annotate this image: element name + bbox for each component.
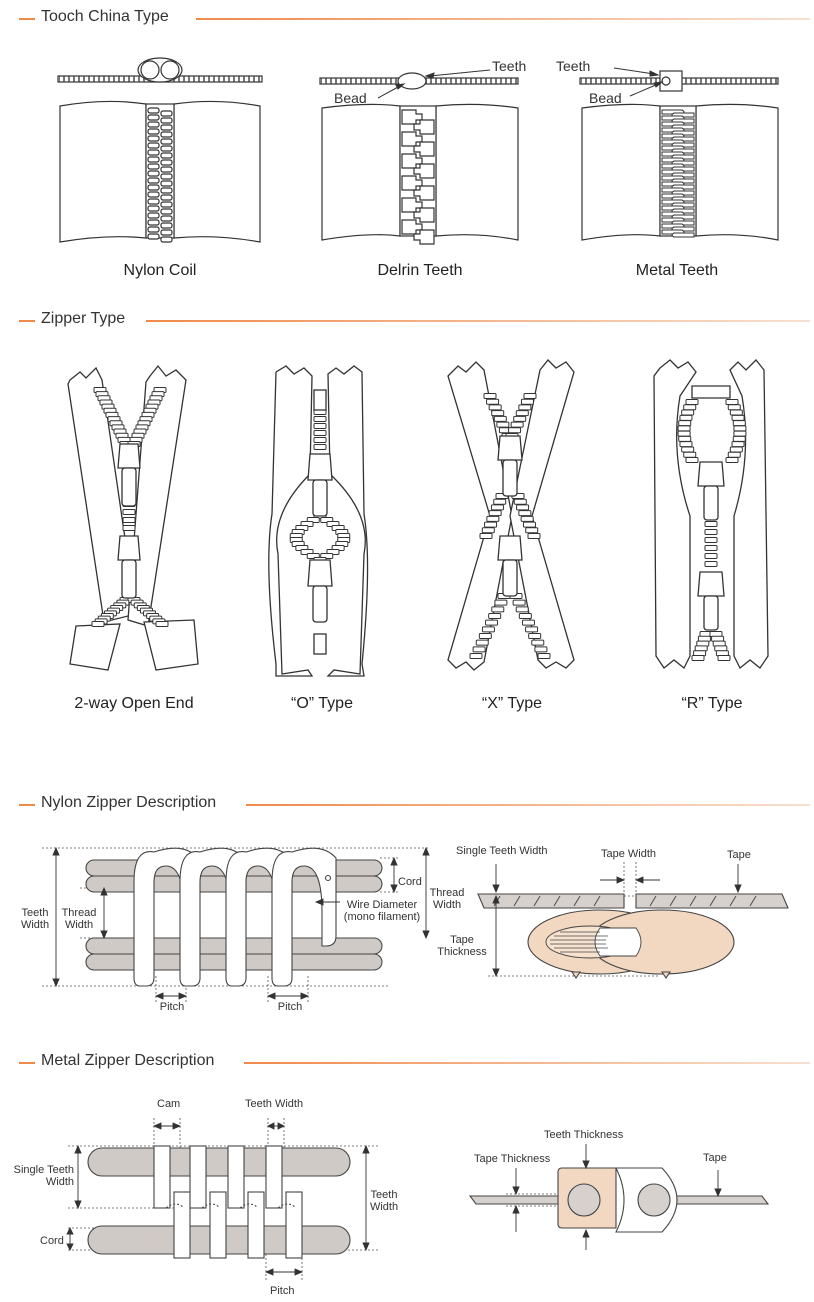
label-tape: Tape <box>727 849 751 861</box>
section-title-text: Tooch China Type <box>41 8 177 26</box>
metal-cross-section-diagram <box>468 1144 770 1250</box>
nylon-coil-figure <box>57 57 263 243</box>
section-title-text: Nylon Zipper Description <box>41 794 225 812</box>
nylon-cross-section-diagram <box>477 862 789 979</box>
label-tape-thickness-metal: Tape Thickness <box>474 1153 551 1165</box>
title-dash <box>19 804 35 806</box>
zipper-o-type <box>268 365 369 677</box>
title-dash <box>19 1062 35 1064</box>
label-cam: Cam <box>157 1098 181 1110</box>
caption-r-type: “R” Type <box>681 695 743 712</box>
label-tape-width: Tape Width <box>601 848 657 860</box>
metal-teeth-figure <box>579 67 779 241</box>
zipper-2way-open-end <box>67 364 199 671</box>
label-tape-metal: Tape <box>703 1152 727 1164</box>
label-teeth-thickness: Teeth Thickness <box>544 1129 624 1141</box>
title-dash <box>19 320 35 322</box>
label-single-teeth-width: Single Teeth Width <box>456 845 548 857</box>
delrin-teeth-figure <box>319 69 519 245</box>
caption-nylon-coil: Nylon Coil <box>123 262 197 279</box>
title-dash <box>19 18 35 20</box>
label-teeth-width: Teeth Width <box>20 907 50 931</box>
label-pitch-1: Pitch <box>159 1001 185 1013</box>
zipper-x-type <box>447 359 575 671</box>
zipper-r-type <box>653 359 769 670</box>
label-metal-teeth: Teeth <box>556 58 591 74</box>
title-rule <box>196 18 810 20</box>
section-title-tooth-type: Tooch China Type <box>0 6 814 30</box>
caption-x-type: “X” Type <box>481 695 543 712</box>
label-pitch-metal: Pitch <box>270 1285 295 1297</box>
label-thread-width-left: Thread Width <box>61 907 97 931</box>
label-single-teeth-width-metal: Single Teeth Width <box>13 1164 74 1188</box>
caption-delrin-teeth: Delrin Teeth <box>377 262 463 279</box>
label-delrin-bead: Bead <box>334 90 367 106</box>
section-title-text: Metal Zipper Description <box>41 1052 223 1070</box>
title-rule <box>244 1062 810 1064</box>
label-teeth-width-top: Teeth Width <box>245 1098 304 1110</box>
title-rule <box>146 320 810 322</box>
nylon-coil-dimension-diagram <box>42 846 430 1004</box>
caption-2way-open-end: 2-way Open End <box>74 695 194 712</box>
caption-metal-teeth: Metal Teeth <box>635 262 719 279</box>
label-metal-bead: Bead <box>589 90 622 106</box>
title-rule <box>246 804 810 806</box>
section-title-zipper-type: Zipper Type <box>0 308 814 332</box>
label-tape-thickness: Tape Thickness <box>437 934 487 958</box>
section-title-nylon-desc: Nylon Zipper Description <box>0 792 814 816</box>
label-pitch-2: Pitch <box>277 1001 303 1013</box>
section-title-text: Zipper Type <box>41 310 134 328</box>
metal-teeth-dimension-diagram <box>66 1118 380 1280</box>
section-title-metal-desc: Metal Zipper Description <box>0 1050 814 1074</box>
label-cord: Cord <box>398 876 422 888</box>
label-teeth-width-right: Teeth Width <box>369 1189 399 1213</box>
label-wire-diameter: Wire Diameter (mono filament) <box>343 899 421 923</box>
label-thread-width-right: Thread Width <box>429 887 465 911</box>
label-delrin-teeth: Teeth <box>492 58 527 74</box>
label-cord-metal: Cord <box>40 1235 64 1247</box>
caption-o-type: “O” Type <box>291 695 353 712</box>
